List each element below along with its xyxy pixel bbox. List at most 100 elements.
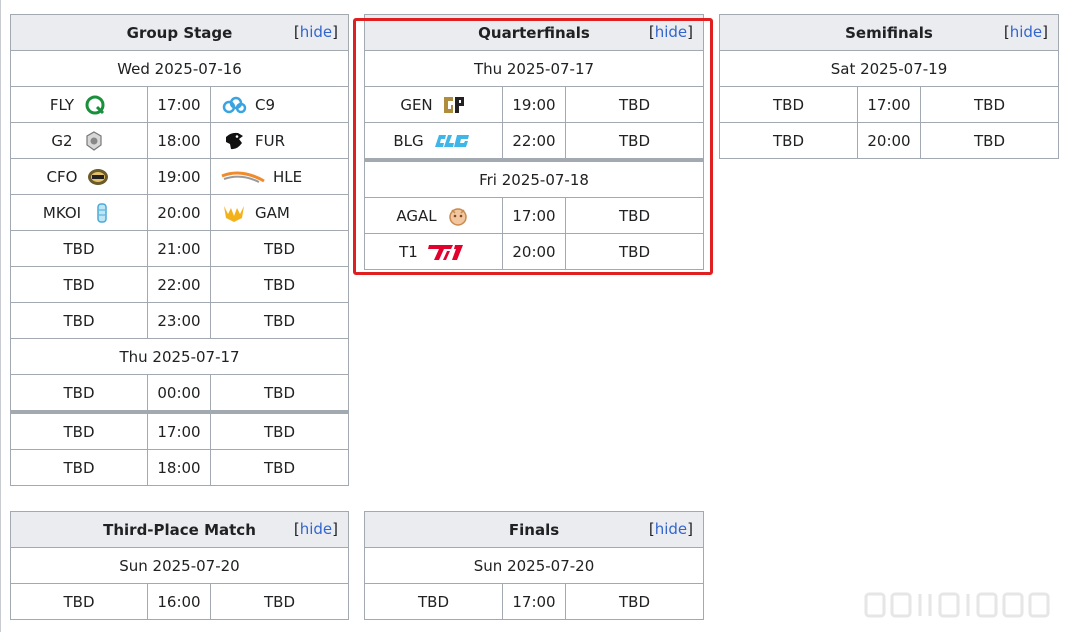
team-name[interactable]: CFO [46,167,78,186]
finals-hide-link[interactable]: hide [654,520,688,538]
team-name: TBD [10,410,148,450]
date-row: Sat 2025-07-19 [718,50,1060,87]
quarterfinals-hide-link[interactable]: hide [654,23,688,41]
group-stage-hide-link[interactable]: hide [299,23,333,41]
team-name[interactable]: T1 [399,242,418,261]
match-time: 22:00 [147,266,211,303]
semifinals-hide-link[interactable]: hide [1009,23,1043,41]
team-name: TBD [10,230,148,267]
match-time: 22:00 [502,122,566,161]
match-row: TBD 21:00 TBD [10,230,350,267]
match-row: TBD 17:00 TBD [364,583,705,620]
team-name: TBD [719,86,858,123]
quarterfinals-table: Quarterfinals [hide] Thu 2025-07-17 GEN … [364,14,704,270]
team-name: TBD [209,410,350,450]
match-time: 20:00 [857,122,921,159]
team-name[interactable]: C9 [255,95,276,114]
team-name: TBD [565,86,704,123]
match-time: 23:00 [147,302,211,339]
g2-logo-icon [81,130,107,152]
match-row: CFO 19:00 HLE [10,158,350,195]
third-place-hide-link[interactable]: hide [299,520,333,538]
hanwha-logo-icon [221,166,265,188]
team-name: TBD [919,122,1060,159]
semifinals-title: Semifinals [845,23,933,42]
team-name: TBD [10,302,148,339]
match-row: TBD 16:00 TBD [10,583,349,620]
match-row: TBD 18:00 TBD [10,449,350,486]
date-row: Wed 2025-07-16 [9,50,350,87]
match-row: BLG 22:00 TBD [364,122,704,161]
match-time: 17:00 [502,583,566,620]
watermark-icon [864,592,1050,618]
agal-logo-icon [445,205,471,227]
match-row: MKOI 20:00 GAM [10,194,350,231]
match-row: T1 20:00 TBD [364,233,704,270]
team-name: TBD [10,449,148,486]
match-time: 18:00 [147,449,211,486]
match-time: 17:00 [147,86,211,123]
match-row: TBD 00:00 TBD [10,374,350,413]
match-time: 17:00 [502,197,566,234]
team-name: TBD [209,266,350,303]
blg-logo-icon [432,130,474,152]
group-stage-table: Group Stage [hide] Wed 2025-07-16 FLY 17… [9,14,350,486]
team-name: TBD [209,449,350,486]
team-name: TBD [564,583,705,620]
team-name[interactable]: AGAL [396,206,437,225]
t1-logo-icon [426,241,468,263]
finals-title: Finals [508,520,560,539]
team-name[interactable]: G2 [51,131,73,150]
team-name[interactable]: GEN [400,95,433,114]
team-name: TBD [719,122,858,159]
third-place-header: Third-Place Match [hide] [10,511,349,548]
team-name[interactable]: FUR [255,131,286,150]
team-name: TBD [919,86,1060,123]
finals-table: Finals [hide] Sun 2025-07-20 TBD 17:00 T… [363,511,705,620]
team-name: TBD [209,374,350,413]
team-name: TBD [10,266,148,303]
team-name: TBD [565,233,704,270]
team-name[interactable]: HLE [273,167,303,186]
match-time: 17:00 [857,86,921,123]
third-place-table: Third-Place Match [hide] Sun 2025-07-20 … [10,511,349,620]
match-time: 16:00 [147,583,211,620]
team-name[interactable]: FLY [49,95,75,114]
cfo-logo-icon [85,166,111,188]
match-time: 18:00 [147,122,211,159]
match-row: GEN 19:00 TBD [364,86,704,123]
semifinals-table: Semifinals [hide] Sat 2025-07-19 TBD 17:… [718,14,1060,159]
quarterfinals-title: Quarterfinals [478,23,590,42]
match-row: TBD 23:00 TBD [10,302,350,339]
team-name: TBD [565,122,704,161]
group-stage-title: Group Stage [126,23,233,42]
gen-g-logo-icon [441,94,467,116]
match-time: 20:00 [147,194,211,231]
match-row: FLY 17:00 C9 [10,86,350,123]
date-row: Fri 2025-07-18 [364,158,704,198]
team-name[interactable]: BLG [393,131,424,150]
quarterfinals-header: Quarterfinals [hide] [364,14,704,51]
team-name: TBD [565,197,704,234]
team-name: TBD [209,230,350,267]
movistar-koi-logo-icon [89,202,115,224]
team-name: TBD [10,583,148,620]
match-row: TBD 22:00 TBD [10,266,350,303]
match-row: G2 18:00 FUR [10,122,350,159]
semifinals-header: Semifinals [hide] [718,14,1060,51]
team-name: TBD [210,583,349,620]
team-name[interactable]: GAM [255,203,290,222]
team-name[interactable]: MKOI [42,203,82,222]
match-row: TBD 20:00 TBD [719,122,1060,159]
page-left-rule [0,0,1,632]
team-name: TBD [10,374,148,413]
match-time: 00:00 [147,374,211,413]
date-row: Thu 2025-07-17 [364,50,704,87]
finals-header: Finals [hide] [363,511,705,548]
match-time: 21:00 [147,230,211,267]
furia-logo-icon [221,130,247,152]
match-time: 17:00 [147,410,211,450]
flyquest-logo-icon [82,94,108,116]
cloud9-logo-icon [221,94,247,116]
match-row: TBD 17:00 TBD [10,410,350,450]
